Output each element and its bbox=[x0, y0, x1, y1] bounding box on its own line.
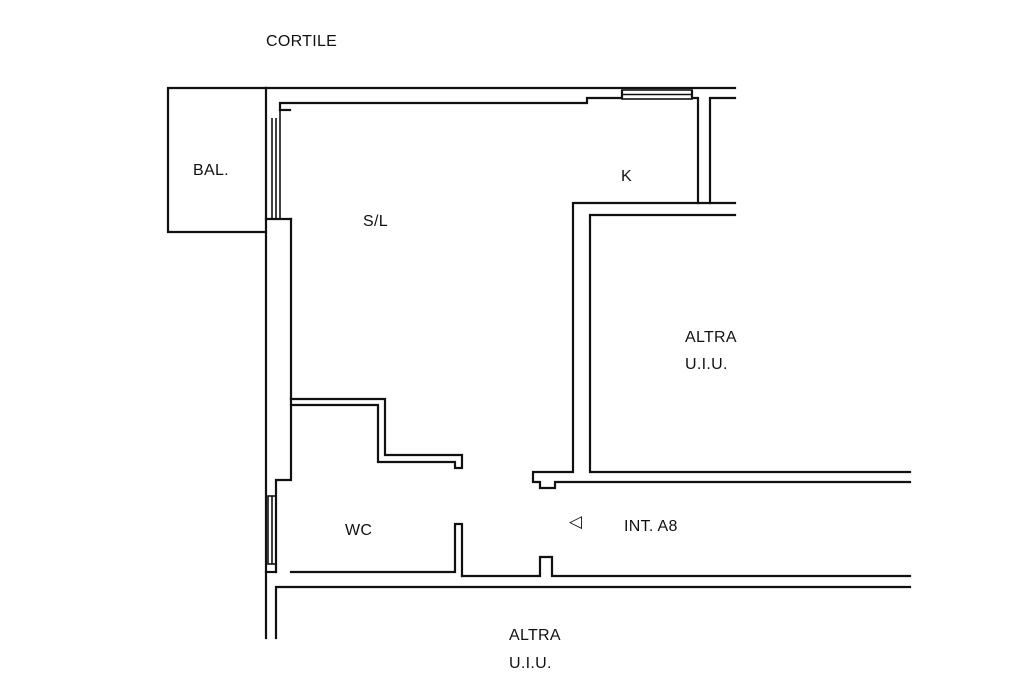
bathroom-window bbox=[267, 495, 277, 565]
other-unit-bottom-line2: U.I.U. bbox=[509, 655, 552, 672]
other-unit-right-line2: U.I.U. bbox=[685, 356, 728, 373]
top-wall bbox=[264, 86, 737, 205]
top-window bbox=[621, 89, 693, 100]
entrance-marker-icon: ◁ bbox=[569, 512, 583, 531]
unit-label: INT. A8 bbox=[624, 518, 678, 535]
left-wall bbox=[264, 86, 293, 640]
balcony-label: BAL. bbox=[193, 162, 229, 179]
other-unit-right-line1: ALTRA bbox=[685, 329, 737, 346]
kitchen-label: K bbox=[621, 168, 632, 185]
courtyard-label: CORTILE bbox=[266, 33, 338, 50]
balcony-outline bbox=[166, 86, 268, 234]
closet-outline bbox=[708, 96, 737, 205]
bathroom-label: WC bbox=[345, 522, 373, 539]
living-room-label: S/L bbox=[363, 213, 388, 230]
other-unit-bottom-line1: ALTRA bbox=[509, 627, 561, 644]
balcony-door bbox=[271, 110, 281, 219]
bottom-wall bbox=[264, 555, 912, 640]
bathroom-walls bbox=[289, 397, 464, 578]
kitchen-partition bbox=[531, 201, 912, 490]
